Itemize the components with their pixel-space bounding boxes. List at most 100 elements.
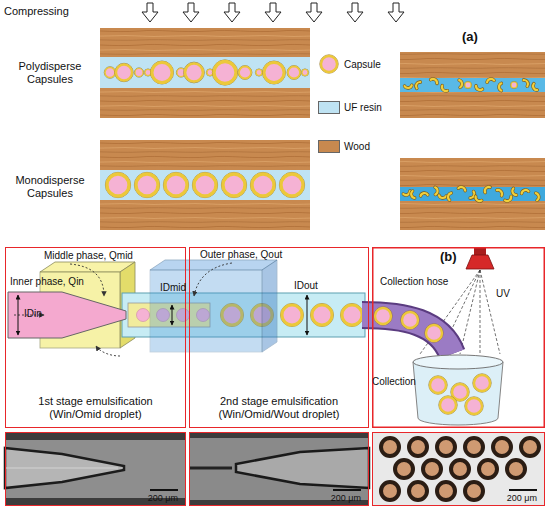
row-label: Monodisperse Capsules [4, 174, 96, 199]
resin-layer [100, 57, 310, 88]
microfluidic-device [8, 248, 503, 425]
capsule-outline [439, 396, 457, 414]
phase-label: Inner phase, Qin [10, 276, 84, 288]
dimension-arrow [307, 295, 308, 335]
uv-ray [480, 270, 500, 354]
shell-fragment-edge [442, 86, 447, 91]
shell-fragment [497, 190, 502, 196]
shell-fragment-edge [522, 190, 529, 194]
shell-fragment-edge [533, 84, 537, 90]
capsule [239, 67, 251, 79]
shell-fragment [421, 193, 428, 196]
capsule-outline [184, 62, 205, 83]
capsule [465, 82, 471, 88]
shell-fragment-edge [524, 80, 528, 86]
capsule-outline [134, 172, 159, 197]
legend-item: Wood [318, 140, 370, 153]
capsule [375, 308, 391, 324]
capsule [281, 174, 303, 196]
capsule [194, 174, 216, 196]
compress-arrow [347, 3, 363, 22]
cured-capsule [409, 482, 427, 500]
capsule-outline [115, 63, 133, 81]
scale-bar [150, 489, 178, 491]
action-label: Compressing [4, 5, 69, 18]
shell-fragment-edge [512, 188, 516, 195]
capsule-outline [279, 172, 304, 197]
cured-capsule [507, 460, 525, 478]
capsule [223, 174, 245, 196]
shell-fragment [403, 191, 410, 195]
panel-letter: (b) [440, 250, 457, 265]
legend-item: UF resin [318, 101, 382, 114]
cured-capsule [381, 438, 399, 456]
photo-background [5, 432, 186, 506]
shell-fragment-edge [411, 191, 414, 198]
shell-fragment [476, 196, 482, 201]
wood-panel [100, 140, 310, 230]
capsule [288, 67, 300, 79]
capsule-outline [341, 304, 364, 327]
wood-layer [400, 201, 545, 230]
wood-panel [400, 158, 545, 230]
micrograph-frame: 200 μm [189, 432, 369, 506]
cured-capsule [521, 438, 539, 456]
capsule [452, 384, 468, 400]
legend-label: Wood [344, 141, 370, 152]
capsule [282, 305, 302, 325]
resin-layer [100, 170, 310, 200]
shell-fragment [439, 195, 446, 198]
shell-fragment-edge [470, 192, 474, 198]
uv-lamp [466, 255, 494, 269]
panel-frame [373, 248, 545, 428]
legend-swatch [318, 101, 340, 114]
capsule [302, 70, 308, 76]
outer-phase-chamber [150, 270, 262, 352]
capsule [474, 375, 490, 391]
shell-fragment-edge [476, 86, 482, 90]
capsule-outline [510, 81, 517, 88]
capsule-outline [105, 172, 130, 197]
shell-fragment-edge [416, 82, 420, 88]
phase-label: Middle phase, Qmid [44, 250, 133, 262]
legend-sample [318, 53, 340, 75]
capsule-outline [151, 61, 174, 84]
shell-fragment [533, 84, 537, 90]
shell-fragment [416, 82, 420, 88]
uv-ray [460, 270, 480, 354]
cured-capsule [381, 482, 399, 500]
shell-fragment-edge [536, 193, 539, 200]
resin-layer [400, 187, 545, 201]
cured-capsule [465, 482, 483, 500]
shell-fragment-edge [485, 187, 490, 193]
legend-item: Capsule [318, 53, 381, 75]
capsule-outline [255, 69, 262, 76]
cured-capsule [493, 438, 511, 456]
capsule-outline [473, 374, 491, 392]
dimension-label: IDmid [160, 282, 186, 294]
shell-fragment [476, 86, 482, 90]
legend-label: Capsule [344, 59, 381, 70]
capsule-outline [287, 66, 301, 80]
chamber-top [150, 260, 277, 270]
cured-capsule [479, 460, 497, 478]
capsule [107, 174, 129, 196]
shell-fragment-edge [476, 196, 482, 201]
wood-panel [400, 52, 545, 118]
capsule [214, 62, 236, 84]
capsule-outline [429, 376, 447, 394]
cured-capsule [451, 460, 469, 478]
wood-layer [400, 92, 545, 118]
capsule-outline [221, 172, 246, 197]
shell-fragment-edge [487, 79, 494, 82]
capsule-outline [134, 68, 143, 77]
capsule [145, 70, 151, 76]
shell-fragment [442, 86, 447, 91]
capsule-outline [250, 172, 275, 197]
capsule [312, 305, 332, 325]
photo-background [189, 432, 369, 506]
capsule-outline [320, 55, 338, 73]
flow-line [194, 263, 232, 296]
tapered-capillary [5, 448, 124, 488]
